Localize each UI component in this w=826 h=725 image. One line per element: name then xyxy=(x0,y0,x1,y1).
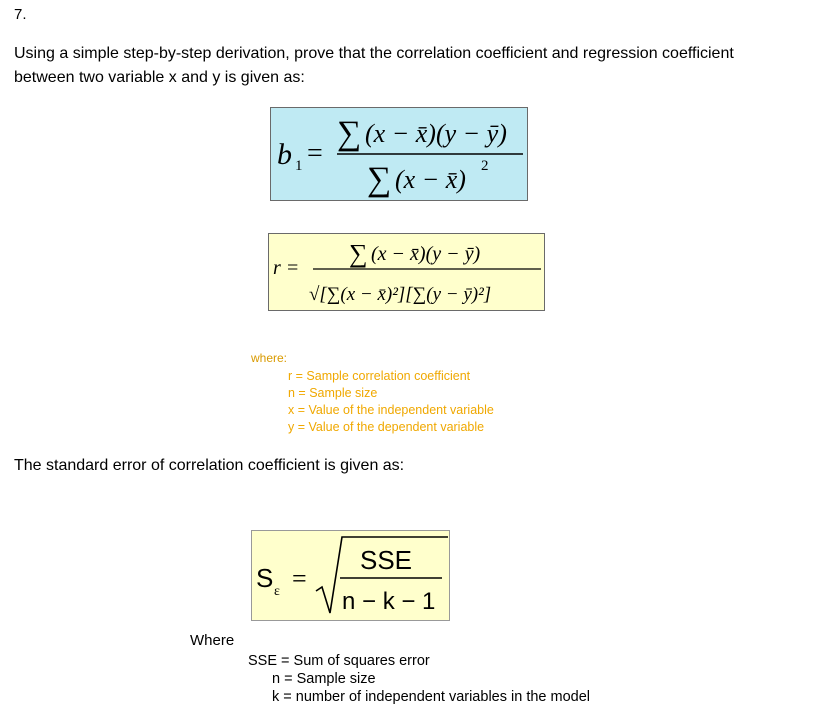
where2-definitions: SSE = Sum of squares error n = Sample si… xyxy=(248,652,590,706)
formula-se-box: S ε = SSE n − k − 1 xyxy=(251,530,450,621)
b1-equals: = xyxy=(307,138,323,169)
def-x: x = Value of the independent variable xyxy=(288,403,494,417)
formula-se: S ε = SSE n − k − 1 xyxy=(256,536,448,615)
def-k: k = number of independent variables in t… xyxy=(272,689,590,705)
def-n: n = Sample size xyxy=(288,386,378,400)
where-label: where: xyxy=(251,351,288,365)
r-numerator: (x − x̄)(y − ȳ) xyxy=(371,243,480,265)
question-intro-line1: Using a simple step-by-step derivation, … xyxy=(14,45,734,62)
b1-num-sigma: ∑ xyxy=(337,115,361,152)
def-r: r = Sample correlation coefficient xyxy=(288,369,471,383)
formula-r-box: r = ∑ (x − x̄)(y − ȳ) √[∑(x − x̄)²][∑(y … xyxy=(268,233,545,311)
se-denominator: n − k − 1 xyxy=(342,588,435,615)
formula-b1: b 1 = ∑ (x − x̄)(y − ȳ) ∑ (x − x̄) 2 xyxy=(277,115,523,198)
b1-lhs: b xyxy=(277,138,292,171)
se-equals: = xyxy=(292,564,307,593)
b1-denominator: (x − x̄) xyxy=(395,165,466,194)
def-y: y = Value of the dependent variable xyxy=(288,420,485,434)
where2-label: Where xyxy=(190,632,235,649)
se-lhs-sub: ε xyxy=(274,584,280,599)
def-n2: n = Sample size xyxy=(272,671,376,687)
se-lhs: S xyxy=(256,563,273,593)
r-num-sigma: ∑ xyxy=(349,239,368,268)
b1-lhs-sub: 1 xyxy=(295,158,303,174)
se-radical xyxy=(315,536,448,614)
b1-den-sigma: ∑ xyxy=(367,161,391,198)
question-intro-line2: between two variable x and y is given as… xyxy=(14,69,305,86)
r-denominator: √[∑(x − x̄)²][∑(y − ȳ)²] xyxy=(309,284,491,305)
se-numerator: SSE xyxy=(360,545,412,575)
b1-den-power: 2 xyxy=(481,158,489,174)
where-definitions: r = Sample correlation coefficient n = S… xyxy=(288,368,494,436)
question-number: 7. xyxy=(14,6,27,23)
b1-numerator: (x − x̄)(y − ȳ) xyxy=(365,119,507,148)
r-lhs: r = xyxy=(273,257,299,279)
formula-r: r = ∑ (x − x̄)(y − ȳ) √[∑(x − x̄)²][∑(y … xyxy=(273,239,541,305)
formula-b1-box: b 1 = ∑ (x − x̄)(y − ȳ) ∑ (x − x̄) 2 xyxy=(270,107,528,201)
def-sse: SSE = Sum of squares error xyxy=(248,653,430,669)
question-intro: Using a simple step-by-step derivation, … xyxy=(14,42,804,90)
se-intro: The standard error of correlation coeffi… xyxy=(14,457,405,474)
